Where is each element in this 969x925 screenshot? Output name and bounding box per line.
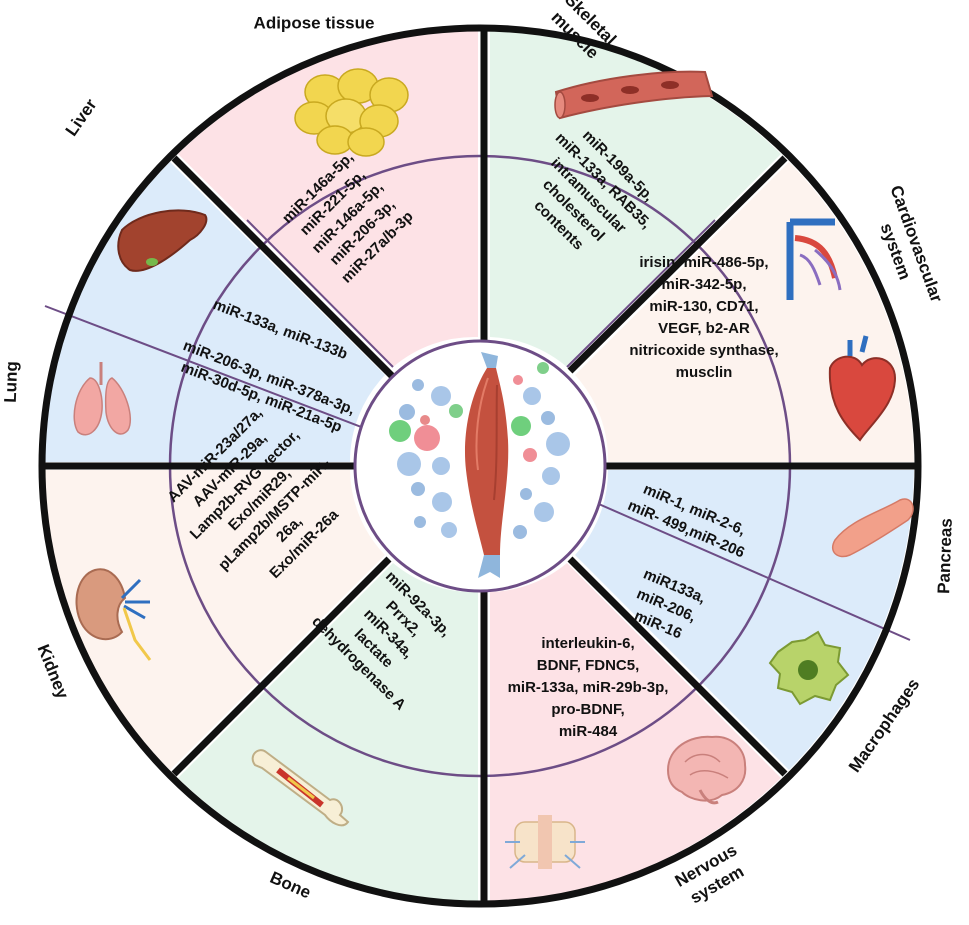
fat-cells-icon: [294, 68, 409, 157]
organ-label-pancreas-line: Pancreas: [934, 518, 956, 594]
ray-adipose: [246, 219, 394, 368]
sector-cardiovascular: [575, 162, 914, 462]
organ-label-liver: Liver: [62, 95, 101, 139]
liver-icon: [117, 209, 208, 272]
sector-text-cardio-line: miR-342-5p,: [661, 276, 746, 293]
organ-label-adipose: Adipose tissue: [254, 13, 375, 32]
organ-label-lung-line: Lung: [1, 361, 21, 403]
sector-text-nervous-line: interleukin-6,: [541, 635, 634, 652]
kidney-icon: [75, 568, 152, 661]
organ-label-bone-line: Bone: [267, 868, 314, 903]
divider-lung-liver: [44, 305, 391, 439]
spokes: [40, 28, 918, 905]
divider-pancreas-macrophages: [584, 497, 911, 641]
organ-label-liver-line: Liver: [62, 95, 101, 139]
spinal-cord-icon: [505, 815, 585, 869]
ray-skeletal: [566, 219, 716, 368]
bone-icon: [251, 749, 350, 827]
organ-label-pancreas: Pancreas: [934, 518, 956, 594]
sector-text-cardio-line: VEGF, b2-AR: [658, 320, 750, 337]
sector-adipose: [178, 30, 478, 367]
sector-kidney: [42, 470, 385, 770]
organ-label-kidney-line: Kidney: [34, 642, 73, 702]
brain-icon: [666, 735, 747, 805]
organ-label-bone: Bone: [267, 868, 314, 903]
sector-text-nervous: interleukin-6, BDNF, FDNC5, miR-133a, miR-…: [508, 635, 669, 740]
organ-label-kidney: Kidney: [34, 642, 73, 702]
muscle-fiber-icon: [554, 70, 714, 120]
sector-text-nervous-line: miR-484: [559, 723, 618, 740]
sector-text-nervous-line: miR-133a, miR-29b-3p,: [508, 679, 669, 696]
heart-icon: [786, 218, 897, 442]
extracellular-vesicles-icon: [389, 362, 570, 539]
sector-bone: [178, 563, 478, 902]
sector-text-cardio-line: irisin, miR-486-5p,: [639, 254, 768, 271]
skeletal-muscle-icon: [464, 352, 509, 578]
sector-text-nervous-line: pro-BDNF,: [551, 701, 624, 718]
organ-label-lung: Lung: [1, 361, 21, 403]
sector-text-cardio-line: miR-130, CD71,: [649, 298, 758, 315]
organ-label-adipose-line: Adipose tissue: [254, 13, 375, 32]
sector-nervous-system: [490, 563, 781, 902]
sector-text-cardio: irisin, miR-486-5p, miR-342-5p, miR-130, C…: [629, 254, 778, 381]
lungs-icon: [73, 362, 132, 436]
pancreas-icon: [831, 498, 914, 558]
sector-text-cardio-line: nitricoxide synthase,: [629, 342, 778, 359]
macrophage-icon: [768, 630, 850, 706]
sector-text-cardio-line: musclin: [676, 364, 733, 381]
sector-text-nervous-line: BDNF, FDNC5,: [537, 657, 640, 674]
